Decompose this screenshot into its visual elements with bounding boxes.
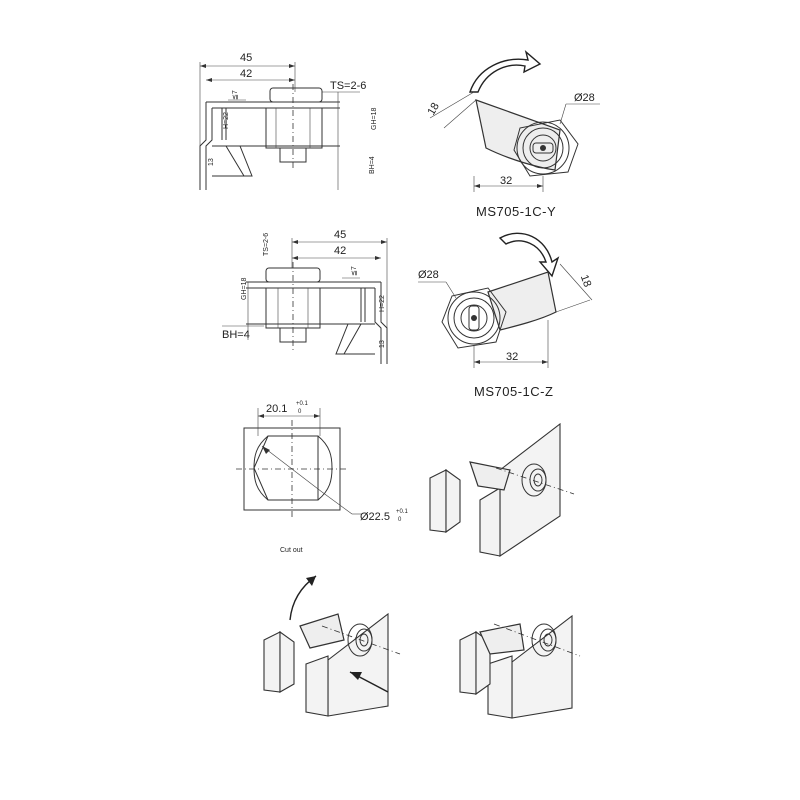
- iso-view-closed: [429, 422, 575, 558]
- dim-13: 13: [208, 158, 215, 166]
- cutout-dia-tol-upper: +0.1: [396, 509, 409, 515]
- dim-bh4-z: BH=4: [222, 329, 250, 341]
- rotation-arrow-icon-z: [498, 232, 560, 278]
- push-arrow-icon: [350, 672, 362, 680]
- dim-le7-z: ≦7: [351, 266, 358, 276]
- dim-42-z: 42: [334, 245, 346, 257]
- dim-o28: Ø28: [574, 92, 595, 104]
- dim-h22-z: H=22: [379, 295, 386, 312]
- dim-18: 18: [425, 101, 442, 118]
- side-view-y: 45 42 TS=2-6 ≦7 H=22 GH=18 BH=4 13: [199, 52, 378, 190]
- dim-32: 32: [500, 175, 512, 187]
- model-label-y: MS705-1C-Y: [476, 204, 556, 219]
- dim-bh4: BH=4: [369, 156, 376, 174]
- model-label-z: MS705-1C-Z: [474, 384, 553, 399]
- iso-view-rotate: [263, 575, 401, 717]
- cutout-width-tol-lower: 0: [298, 409, 302, 415]
- side-view-z: 45 42 TS=2-6 ≦7 H=22 GH=18 BH=4 13: [222, 229, 388, 364]
- dim-le7: ≦7: [232, 90, 239, 100]
- cutout-view: Ø22.5 +0.1 0 20.1 +0.1 0 Cut out: [236, 401, 409, 554]
- cutout-width-tol-upper: +0.1: [296, 401, 309, 407]
- dim-45-z: 45: [334, 229, 346, 241]
- dim-gh18-z: GH=18: [241, 278, 248, 300]
- iso-view-locked: [459, 614, 581, 719]
- cutout-dia-tol-lower: 0: [398, 517, 402, 523]
- front-view-z: 32 18 Ø28 MS705-1C-Z: [418, 232, 593, 399]
- dim-o28-z: Ø28: [418, 269, 439, 281]
- dim-45: 45: [240, 52, 252, 64]
- cutout-diameter: Ø22.5: [360, 511, 390, 523]
- dim-13-z: 13: [379, 340, 386, 348]
- front-view-y: 32 18 Ø28 MS705-1C-Y: [425, 50, 600, 219]
- dim-ts-z: TS=2-6: [263, 233, 270, 256]
- cutout-caption: Cut out: [280, 547, 303, 554]
- dim-42: 42: [240, 68, 252, 80]
- dim-18-z: 18: [578, 273, 593, 289]
- rotation-arrow-icon: [469, 50, 542, 93]
- dim-h22: H=22: [223, 112, 230, 129]
- dim-gh18: GH=18: [371, 108, 378, 130]
- dim-ts: TS=2-6: [330, 80, 366, 92]
- dim-32-z: 32: [506, 351, 518, 363]
- cutout-width: 20.1: [266, 403, 287, 415]
